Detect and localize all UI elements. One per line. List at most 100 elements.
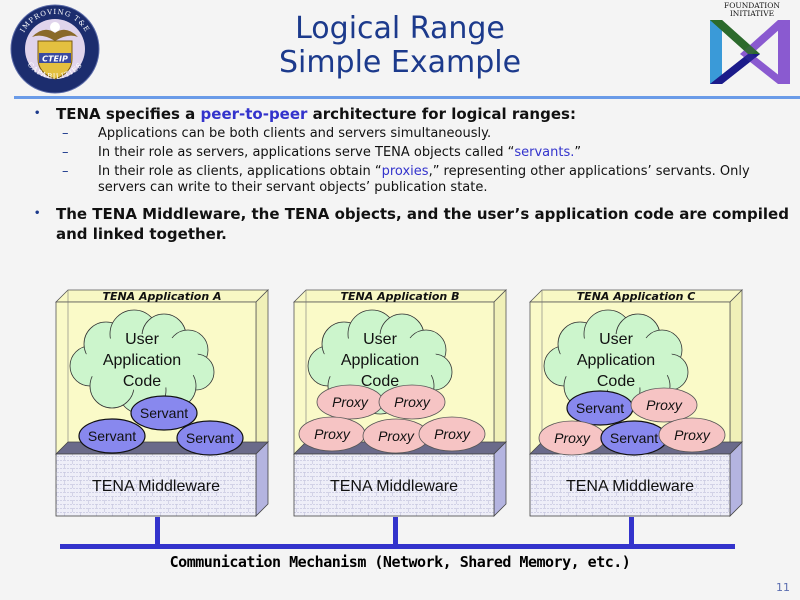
proxy-label: Proxy [434, 426, 471, 442]
proxy-object: Proxy [316, 384, 384, 420]
bullet-1-text-post: architecture for logical ranges: [307, 105, 576, 123]
page-number: 11 [776, 581, 790, 594]
middleware-label: TENA Middleware [330, 478, 458, 495]
servant-ellipse [176, 420, 244, 456]
sub-bullet-2-text-post: ” [574, 145, 582, 160]
bullet-2: • The TENA Middleware, the TENA objects,… [34, 204, 794, 244]
middleware-side [729, 441, 743, 517]
bus-connector [393, 517, 398, 545]
cloud-text-line: Application [341, 352, 419, 369]
servant-ellipse [78, 418, 146, 454]
box-side [255, 289, 269, 455]
proxy-label: Proxy [674, 427, 711, 443]
bus-connector [629, 517, 634, 545]
bullet-1-highlight: peer-to-peer [200, 105, 308, 123]
proxy-object: Proxy [538, 420, 606, 456]
bullet-2-text: The TENA Middleware, the TENA objects, a… [56, 205, 789, 243]
proxy-object: Proxy [630, 387, 698, 423]
cloud-text-line: Application [103, 352, 181, 369]
logo-header-1: FOUNDATION [724, 1, 780, 10]
slide-title: Logical Range Simple Example [0, 12, 800, 80]
sub-bullet-3-text-pre: In their role as clients, applications o… [98, 164, 382, 179]
cloud-fill [322, 334, 438, 390]
cloud-text-line: Code [597, 373, 635, 390]
cteip-shield-text: CTEIP [42, 55, 68, 64]
proxy-label: Proxy [394, 394, 431, 410]
servant-object: Servant [600, 420, 668, 456]
tena-application-c: TENA Application C UserApplicationCodeTEN… [529, 289, 743, 545]
sub-bullet-2-text-pre: In their role as servers, applications s… [98, 145, 515, 160]
cloud-text-line: User [363, 331, 397, 348]
bullet-list: • TENA specifies a peer-to-peer architec… [34, 104, 794, 246]
dash-icon: – [62, 164, 69, 179]
servant-object: Servant [78, 418, 146, 454]
servant-label: Servant [140, 405, 188, 421]
tena-application-a: TENA Application A UserApplicationCodeTEN… [55, 289, 269, 545]
middleware-block [293, 453, 495, 517]
title-line-2: Simple Example [278, 45, 522, 80]
title-divider [14, 96, 800, 99]
proxy-ellipse [378, 384, 446, 420]
sub-bullet-2-highlight: servants. [514, 145, 575, 160]
proxy-ellipse [658, 417, 726, 453]
dash-icon: – [62, 145, 69, 160]
cloud-fill [84, 334, 200, 390]
bullet-1-text-pre: TENA specifies a [56, 105, 201, 123]
cteip-logo: CTEIP IMPROVING T&E CAPABILITIES [10, 4, 100, 94]
tena-application-b: TENA Application B UserApplicationCodeTEN… [293, 289, 507, 545]
sub-bullet-3: – In their role as clients, applications… [34, 164, 794, 196]
logo-header-2: INITIATIVE [730, 9, 774, 18]
bullet-dot-icon: • [34, 208, 41, 219]
servant-object: Servant [566, 390, 634, 426]
bus-connector [155, 517, 160, 545]
proxy-object: Proxy [362, 418, 430, 454]
sub-bullet-1-text: Applications can be both clients and ser… [98, 126, 492, 141]
cloud-text-line: Code [361, 373, 399, 390]
middleware-block [55, 453, 257, 517]
servant-object: Servant [176, 420, 244, 456]
application-label: TENA Application B [341, 290, 460, 303]
proxy-ellipse [418, 416, 486, 452]
servant-label: Servant [88, 428, 136, 444]
servant-label: Servant [576, 400, 624, 416]
cloud-text-line: Application [577, 352, 655, 369]
middleware-label: TENA Middleware [566, 478, 694, 495]
sub-bullet-3-highlight: proxies [381, 164, 429, 179]
dash-icon: – [62, 126, 69, 141]
bullet-dot-icon: • [34, 108, 41, 119]
box-side [729, 289, 743, 455]
proxy-label: Proxy [554, 430, 591, 446]
application-label: TENA Application A [102, 290, 221, 303]
proxy-label: Proxy [646, 397, 683, 413]
foundation-initiative-logo: FOUNDATION INITIATIVE [702, 0, 798, 92]
servant-label: Servant [186, 430, 234, 446]
middleware-side [255, 441, 269, 517]
title-line-1: Logical Range [295, 11, 505, 46]
proxy-label: Proxy [378, 428, 415, 444]
middleware-block [529, 453, 731, 517]
bullet-1: • TENA specifies a peer-to-peer architec… [34, 104, 794, 124]
servant-object: Servant [130, 395, 198, 431]
sub-bullet-1: – Applications can be both clients and s… [34, 126, 794, 142]
middleware-side [493, 441, 507, 517]
proxy-label: Proxy [332, 394, 369, 410]
sub-bullet-2: – In their role as servers, applications… [34, 145, 794, 161]
proxy-object: Proxy [658, 417, 726, 453]
communication-bus [60, 544, 735, 549]
servant-label: Servant [610, 430, 658, 446]
cloud-text-line: User [125, 331, 159, 348]
application-label: TENA Application C [577, 290, 696, 303]
proxy-ellipse [630, 387, 698, 423]
sub-bullet-3-text-post: ,” representing other applications’ serv… [98, 164, 750, 195]
middleware-label: TENA Middleware [92, 478, 220, 495]
proxy-label: Proxy [314, 426, 351, 442]
cloud-fill [558, 334, 674, 390]
box-side [493, 289, 507, 455]
communication-label: Communication Mechanism (Network, Shared… [169, 553, 631, 571]
proxy-object: Proxy [298, 416, 366, 452]
proxy-object: Proxy [418, 416, 486, 452]
proxy-object: Proxy [378, 384, 446, 420]
cloud-text-line: User [599, 331, 633, 348]
cloud-text-line: Code [123, 373, 161, 390]
